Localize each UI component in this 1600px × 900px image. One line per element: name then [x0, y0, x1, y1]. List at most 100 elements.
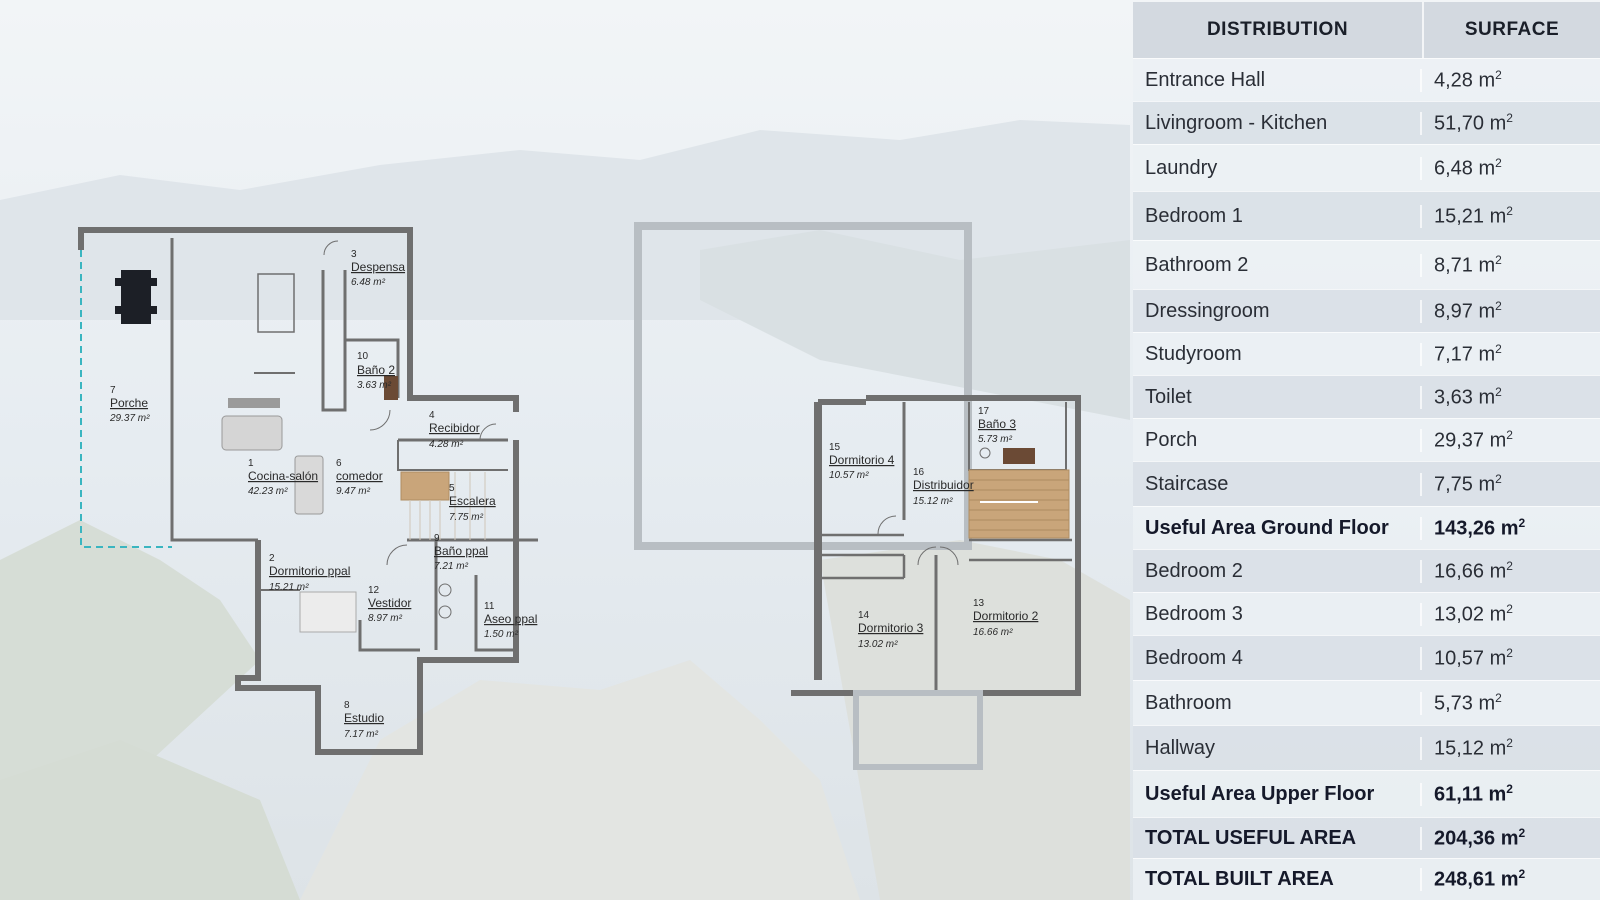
surface-cell: 5,73 m2	[1422, 691, 1600, 716]
dining-table-icon	[115, 270, 157, 324]
svg-text:6.48 m²: 6.48 m²	[351, 277, 386, 288]
svg-text:8.97 m²: 8.97 m²	[368, 613, 403, 624]
surface-value: 15,12 m	[1434, 737, 1507, 760]
unit-exponent: 2	[1518, 866, 1526, 881]
svg-text:Dormitorio 4: Dormitorio 4	[829, 453, 895, 467]
svg-text:3: 3	[351, 249, 357, 260]
svg-text:15.12 m²: 15.12 m²	[913, 496, 953, 507]
unit-exponent: 2	[1506, 645, 1513, 660]
unit-exponent: 2	[1495, 67, 1502, 82]
unit-exponent: 2	[1518, 515, 1526, 530]
svg-text:1.50 m²: 1.50 m²	[484, 629, 519, 640]
unit-exponent: 2	[1506, 427, 1513, 442]
surface-cell: 143,26 m2	[1422, 516, 1600, 541]
svg-text:1: 1	[248, 458, 254, 469]
svg-text:13: 13	[973, 598, 985, 609]
svg-text:13.02 m²: 13.02 m²	[858, 639, 898, 650]
svg-text:12: 12	[368, 585, 380, 596]
svg-text:Baño 3: Baño 3	[978, 417, 1016, 431]
svg-text:11: 11	[484, 601, 495, 612]
svg-text:16.66 m²: 16.66 m²	[973, 627, 1013, 638]
surface-value: 15,21 m	[1434, 205, 1507, 228]
surface-value: 204,36 m	[1434, 827, 1519, 850]
distribution-cell: Bedroom 3	[1133, 602, 1422, 626]
surface-cell: 29,37 m2	[1422, 428, 1600, 453]
unit-exponent: 2	[1506, 203, 1513, 218]
upper-floor-plan	[634, 222, 1081, 770]
ground-floor-plan	[78, 227, 538, 755]
svg-text:7: 7	[110, 385, 116, 396]
svg-text:7.21 m²: 7.21 m²	[434, 561, 469, 572]
unit-exponent: 2	[1506, 601, 1513, 616]
svg-text:42.23 m²: 42.23 m²	[248, 486, 288, 497]
surface-value: 3,63 m	[1434, 386, 1496, 409]
surface-cell: 8,97 m2	[1422, 299, 1600, 324]
surface-cell: 13,02 m2	[1422, 602, 1600, 627]
unit-exponent: 2	[1495, 252, 1502, 267]
svg-text:Dormitorio 3: Dormitorio 3	[858, 621, 924, 635]
distribution-cell: Livingroom - Kitchen	[1133, 111, 1422, 135]
svg-text:3.63 m²: 3.63 m²	[357, 380, 392, 391]
surface-cell: 7,17 m2	[1422, 342, 1600, 367]
surface-cell: 15,12 m2	[1422, 736, 1600, 761]
unit-exponent: 2	[1495, 298, 1502, 313]
svg-text:6: 6	[336, 458, 342, 469]
surface-cell: 7,75 m2	[1422, 472, 1600, 497]
surface-cell: 248,61 m2	[1422, 867, 1600, 892]
svg-text:Estudio: Estudio	[344, 711, 384, 725]
surface-value: 13,02 m	[1434, 603, 1507, 626]
svg-text:4: 4	[429, 410, 435, 421]
distribution-cell: Staircase	[1133, 472, 1422, 496]
svg-text:Despensa: Despensa	[351, 260, 405, 274]
surface-cell: 4,28 m2	[1422, 68, 1600, 93]
unit-exponent: 2	[1506, 558, 1513, 573]
table-row: Bedroom 2 16,66 m2	[1133, 549, 1600, 592]
surface-value: 7,75 m	[1434, 473, 1496, 496]
distribution-cell: Laundry	[1133, 156, 1422, 180]
svg-text:Distribuidor: Distribuidor	[913, 478, 974, 492]
distribution-cell: Bedroom 2	[1133, 559, 1422, 583]
svg-text:Dormitorio 2: Dormitorio 2	[973, 609, 1039, 623]
surface-value: 10,57 m	[1434, 647, 1507, 670]
surface-cell: 6,48 m2	[1422, 156, 1600, 181]
svg-text:29.37 m²: 29.37 m²	[109, 413, 150, 424]
distribution-cell: Entrance Hall	[1133, 68, 1422, 92]
surface-value: 16,66 m	[1434, 560, 1507, 583]
surface-cell: 3,63 m2	[1422, 385, 1600, 410]
distribution-cell: Bathroom	[1133, 691, 1422, 715]
surface-value: 61,11 m	[1434, 783, 1507, 806]
surface-cell: 51,70 m2	[1422, 111, 1600, 136]
svg-text:5: 5	[449, 483, 455, 494]
svg-text:10.57 m²: 10.57 m²	[829, 470, 869, 481]
svg-text:4.28 m²: 4.28 m²	[429, 439, 464, 450]
surface-value: 4,28 m	[1434, 69, 1496, 92]
unit-exponent: 2	[1506, 735, 1513, 750]
svg-text:10: 10	[357, 351, 369, 362]
unit-exponent: 2	[1518, 825, 1526, 840]
surface-value: 7,17 m	[1434, 343, 1496, 366]
